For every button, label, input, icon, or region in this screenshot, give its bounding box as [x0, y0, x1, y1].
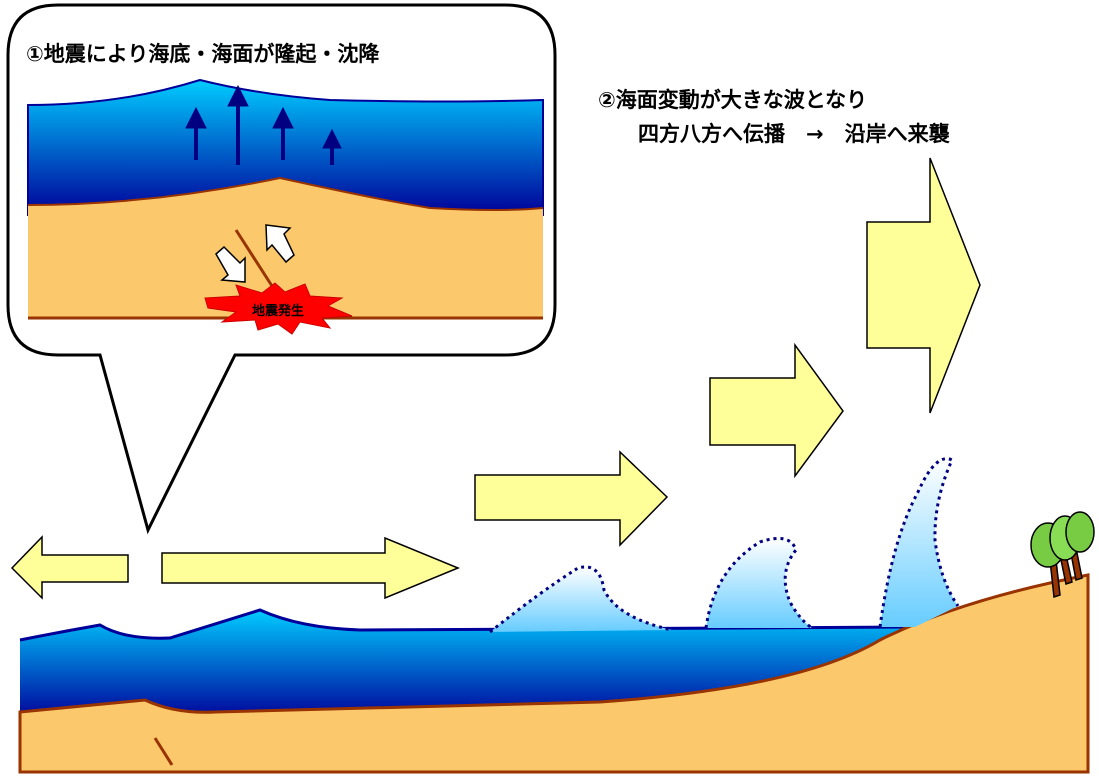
propagation-title-line2: 四方八方へ伝播 → 沿岸へ来襲 [638, 122, 950, 146]
seabed-and-coast [20, 575, 1088, 772]
slip-arrow-up-icon [265, 224, 295, 264]
propagation-title-line1: ②海面変動が大きな波となり [598, 88, 868, 112]
arrow-right-icon [161, 536, 460, 600]
wave-small [490, 566, 672, 632]
slip-arrow-down-icon [215, 245, 246, 283]
wave-large [880, 458, 958, 627]
arrow-right-icon [474, 450, 669, 547]
epicenter-label: 地震発生 [252, 304, 305, 319]
inset-sea [27, 78, 544, 216]
epicenter-burst [204, 282, 353, 335]
inset-title: ①地震により海底・海面が隆起・沈降 [26, 42, 380, 66]
wave-medium [706, 538, 812, 628]
uplift-arrows [185, 84, 342, 165]
arrow-left-icon [10, 535, 129, 600]
arrow-right-icon [709, 342, 844, 479]
main-fault-line [153, 737, 174, 766]
palm-trees-icon [1030, 511, 1095, 599]
arrow-right-icon [866, 157, 981, 414]
